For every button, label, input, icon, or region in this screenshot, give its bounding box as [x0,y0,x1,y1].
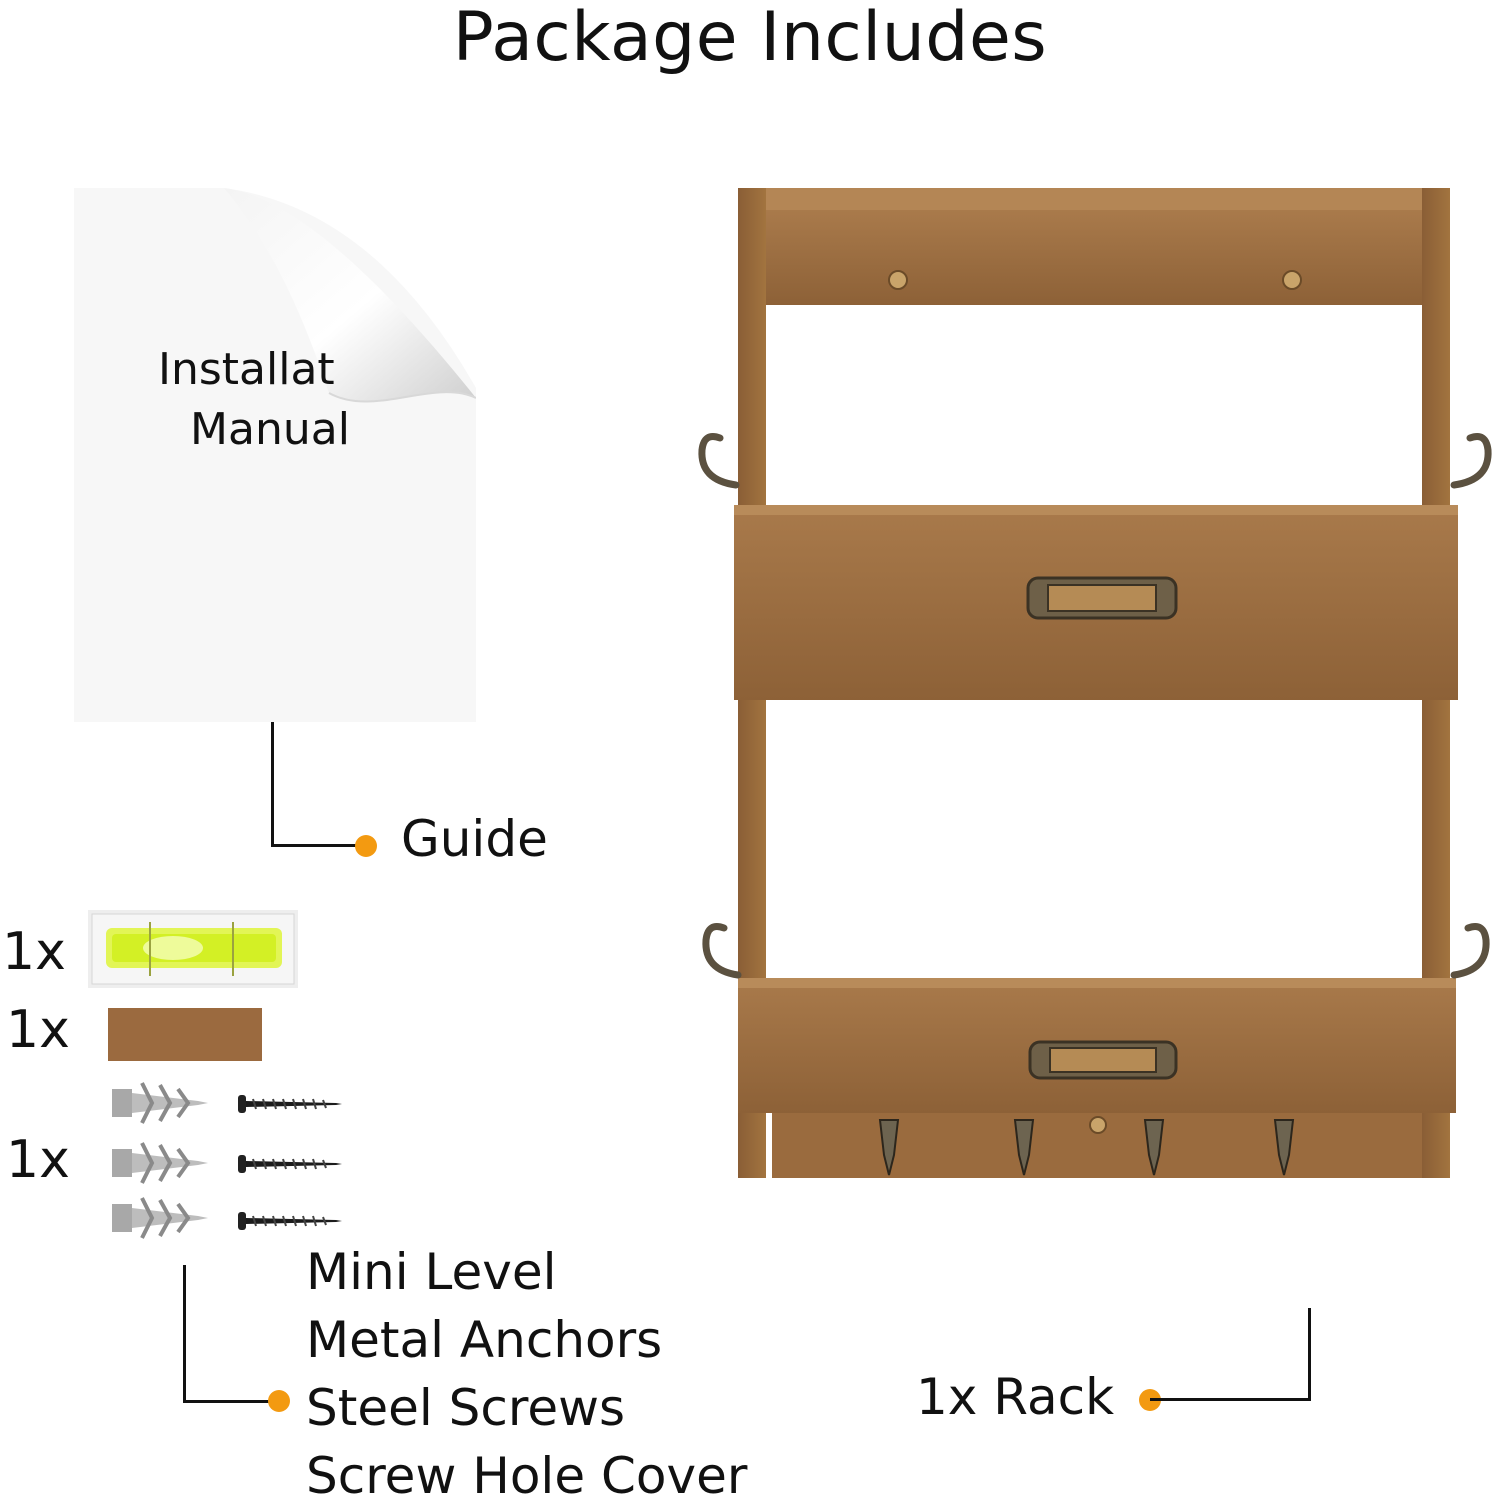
guide-label: Guide [401,810,548,868]
rack-connector-vertical [1308,1308,1311,1401]
guide-connector-horizontal [271,844,366,847]
manual-title-line2: Manual [190,404,350,455]
hardware-label-0: Mini Level [306,1243,557,1301]
hardware-label-3: Screw Hole Cover [306,1447,748,1505]
mini-level-image [88,910,298,988]
hardware-label-2: Steel Screws [306,1379,626,1437]
guide-connector-vertical [271,722,274,847]
page-title: Package Includes [452,0,1048,77]
level-quantity: 1x [2,922,66,982]
hardware-connector-horizontal [183,1400,275,1403]
rack-label: 1x Rack [916,1368,1115,1426]
rack-image [698,188,1492,1178]
hardware-label-1: Metal Anchors [306,1311,663,1369]
manual-title-line1: Installat [158,344,335,395]
rack-connector-horizontal [1150,1398,1310,1401]
screw-hole-cover-image [108,1008,262,1061]
cover-quantity: 1x [6,1000,70,1060]
guide-dot [355,835,377,857]
hardware-dot [268,1390,290,1412]
hardware-connector-vertical [183,1265,186,1403]
anchors-and-screws-image [110,1082,343,1240]
screws-quantity: 1x [6,1130,70,1190]
installation-manual-image [74,188,476,722]
